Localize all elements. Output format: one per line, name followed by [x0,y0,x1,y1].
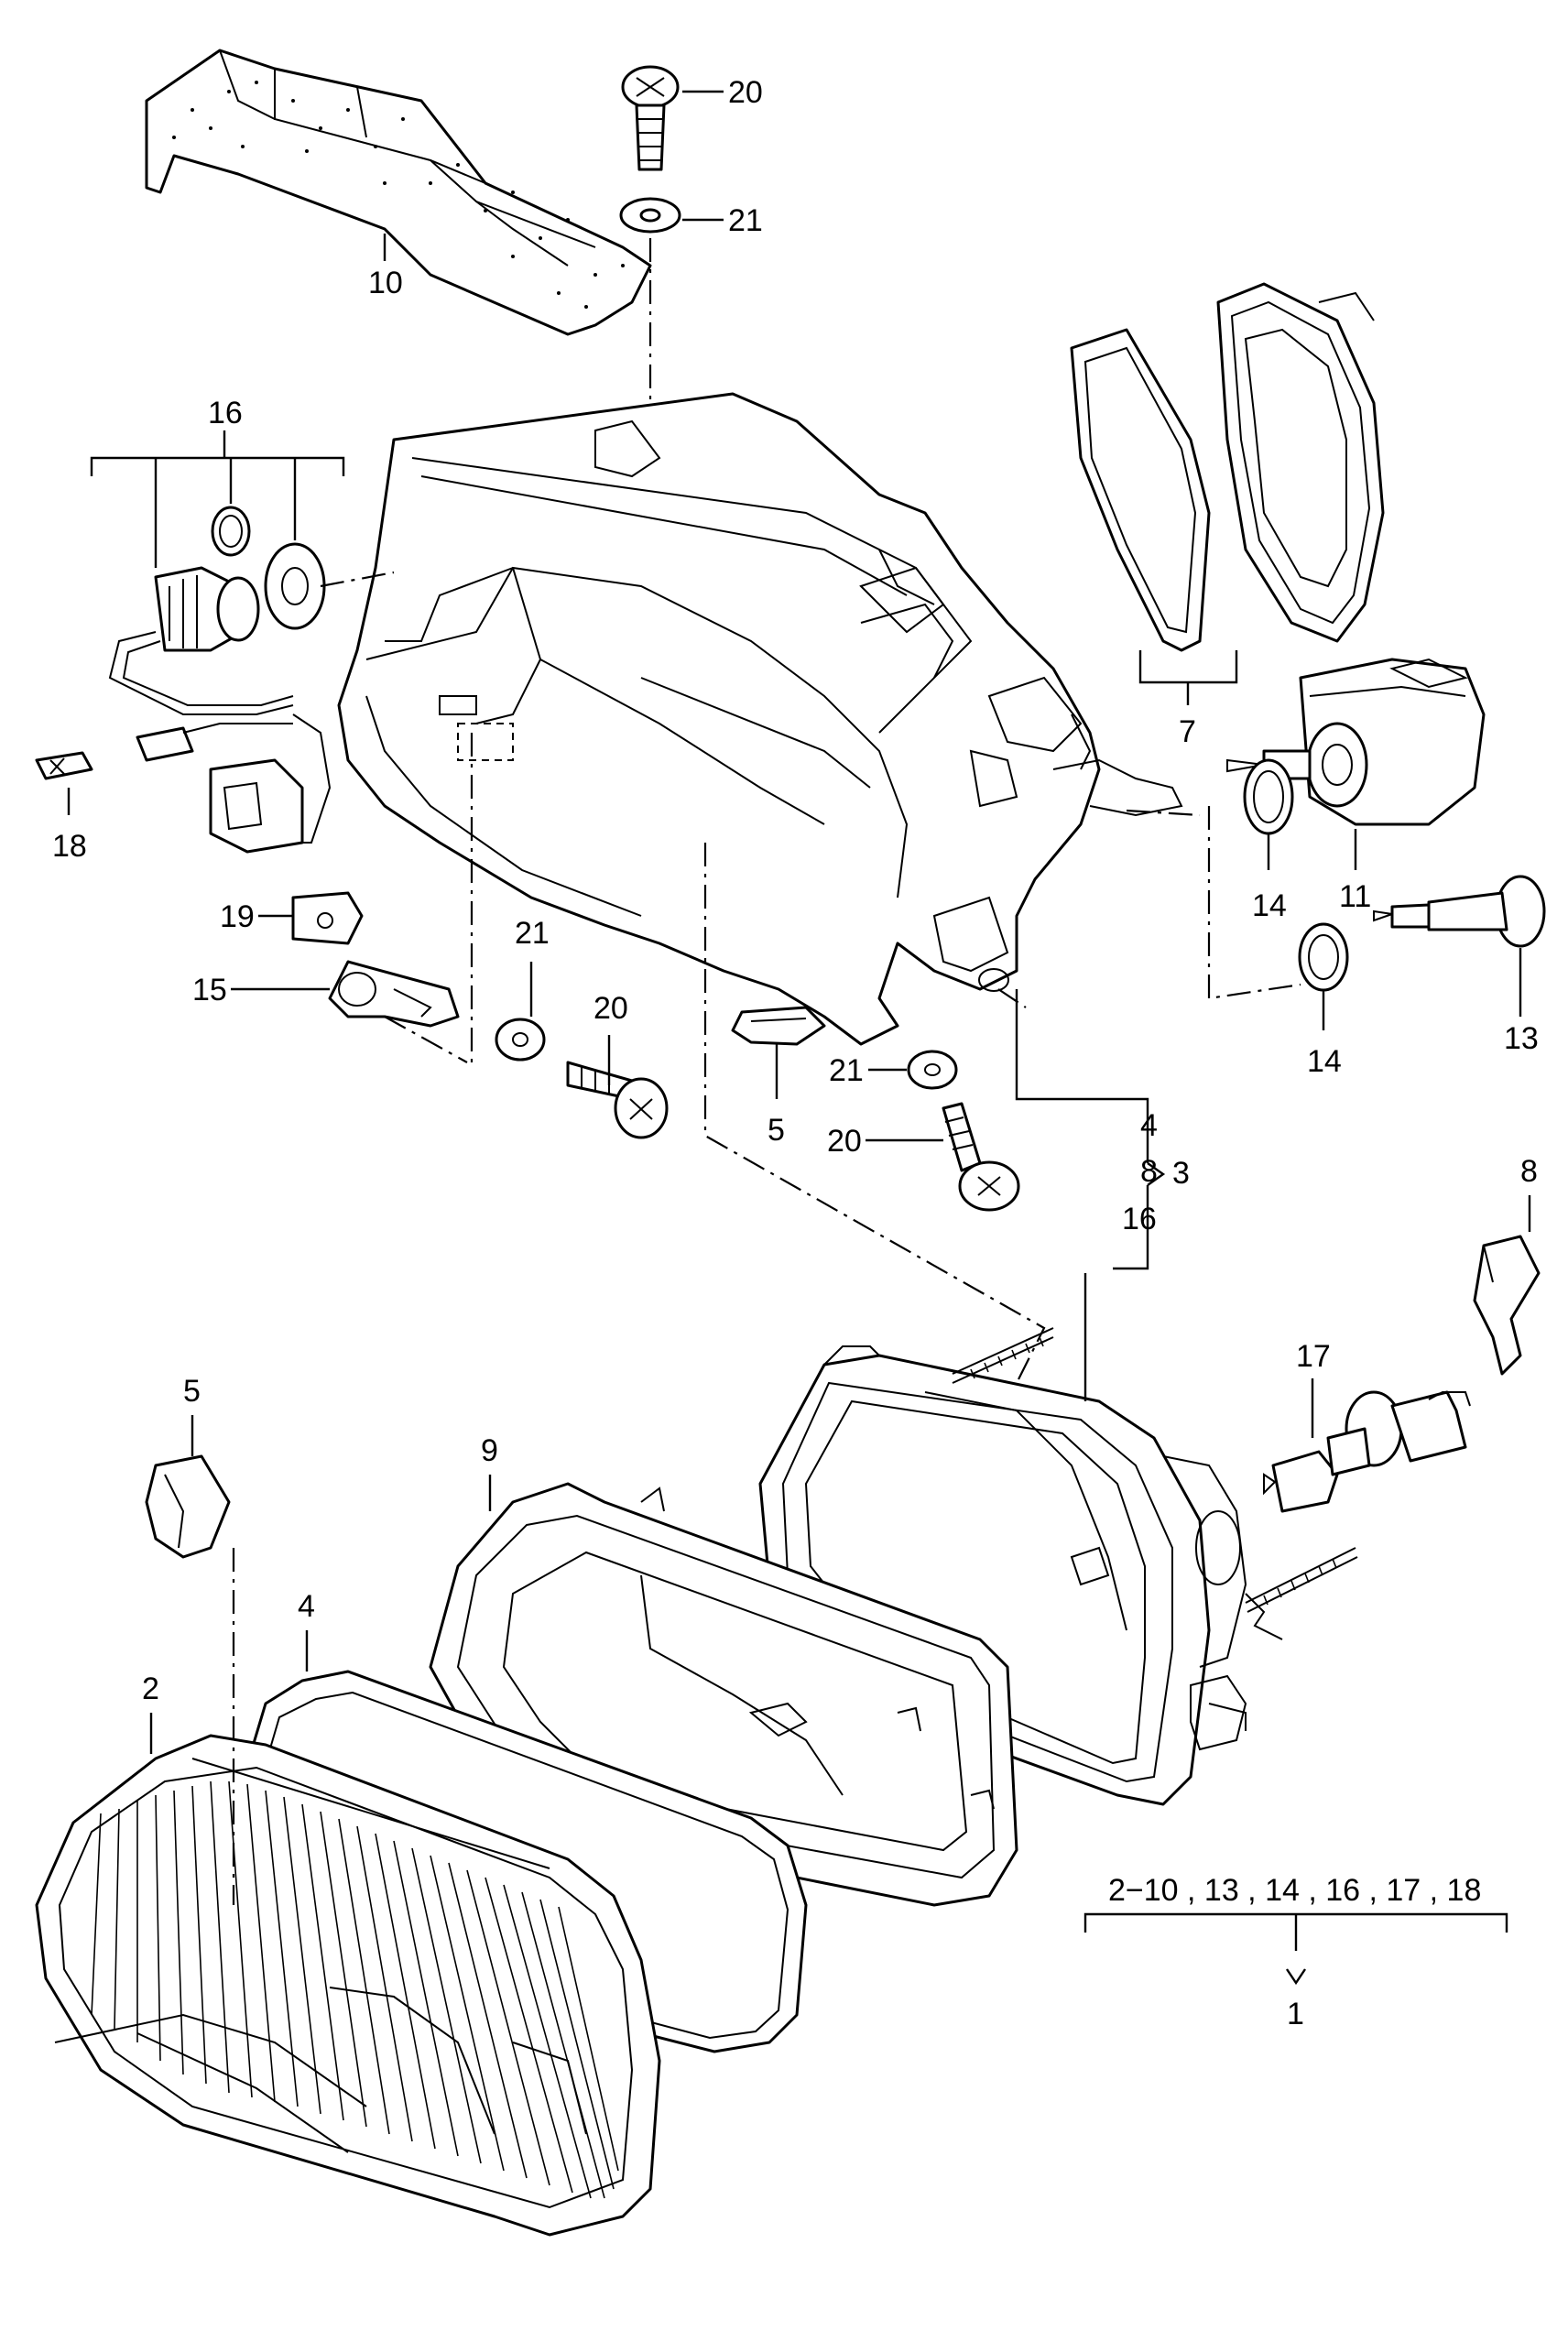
part-18-bulb [35,751,93,780]
callout-9: 9 [481,1433,498,1468]
callout-20-low: 20 [827,1124,862,1159]
callout-8-clip: 8 [1520,1154,1538,1189]
part-11-bulb-holder [1226,658,1486,826]
part-16-socket-with-wiring [108,566,332,854]
part-13-bulb [1373,875,1546,948]
callout-5-low: 5 [183,1374,201,1409]
part-17-h4-bulb [1263,1390,1471,1513]
part-19-clip [291,891,364,945]
callout-15: 15 [192,973,227,1007]
callout-21-mid: 21 [515,916,550,951]
callout-8-group: 8 [1140,1154,1158,1189]
washer-21-low [907,1050,958,1090]
screw-20-top [621,65,680,171]
callout-5-mid: 5 [768,1113,785,1148]
callout-1: 1 [1287,1997,1304,2031]
callout-20-mid: 20 [593,991,628,1026]
headlight-housing [337,392,1183,1046]
callout-2: 2 [142,1671,159,1706]
callout-21-top: 21 [728,203,763,238]
callout-17: 17 [1296,1339,1331,1374]
part-14-socket-ring-lower [1298,922,1349,992]
callout-labels: 20 21 10 16 18 7 11 14 14 13 19 15 21 20… [52,75,1539,2031]
callout-10: 10 [368,266,403,300]
part-10-trim-strip [145,49,652,336]
callout-13: 13 [1504,1021,1539,1056]
callout-16-top: 16 [208,396,243,430]
part-8-spring-clip [1473,1235,1541,1376]
callout-20-top: 20 [728,75,763,110]
callout-14-upper: 14 [1252,888,1287,923]
callout-11: 11 [1339,879,1371,914]
part-15-adjuster [328,960,460,1028]
assembly-note: 2−10 , 13 , 14 , 16 , 17 , 18 [1108,1873,1481,1908]
washer-21-mid [495,1018,546,1062]
callout-7: 7 [1179,714,1196,749]
callout-19: 19 [220,899,255,934]
callout-4-low: 4 [298,1589,315,1624]
screw-20-mid [566,1061,669,1139]
callout-18: 18 [52,829,87,864]
part-5-clip-mid [731,1006,826,1046]
callout-4-group: 4 [1140,1108,1158,1143]
part-16-o-ring [211,506,251,557]
part-14-socket-ring-upper [1243,758,1294,835]
callout-21-low: 21 [829,1053,864,1088]
part-16-gasket [264,542,326,630]
part-7-gaskets [1070,282,1385,652]
part-2-lens [35,1734,661,2237]
washer-21-top [619,197,681,234]
leader-lines [67,90,1531,1986]
callout-16-group: 16 [1122,1202,1157,1236]
part-5-clip-low [145,1454,231,1559]
screw-20-low [942,1102,1020,1212]
callout-14-lower: 14 [1307,1044,1342,1079]
callout-3: 3 [1172,1156,1190,1191]
